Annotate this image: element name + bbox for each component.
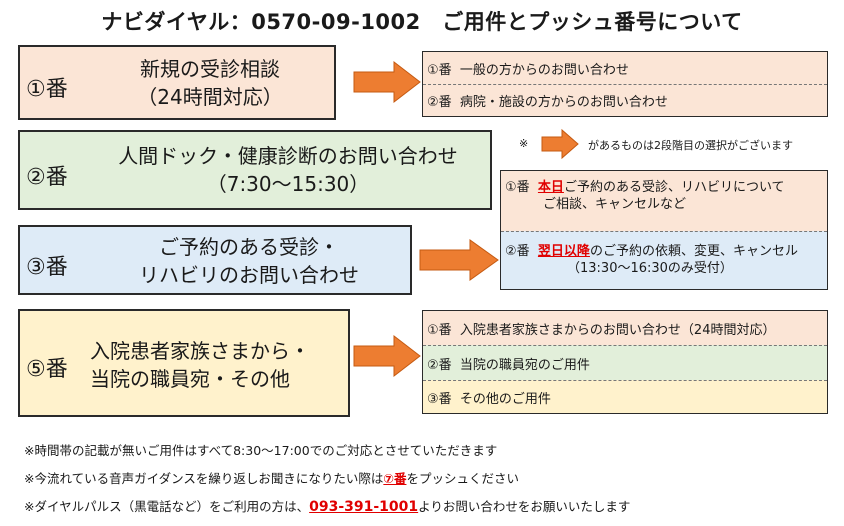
option-number: ②番 [427,357,452,373]
footnote-text: ※ダイヤルパルス（黒電話など）をご利用の方は、 [24,499,310,514]
section-5-line1: 入院患者家族さまから・ [90,339,310,363]
option-text-line2: ご相談、キャンセルなど [543,197,687,212]
option-row: ②番 当院の職員宛のご用件 [423,345,827,380]
section-3-options: ①番 本日ご予約のある受診、リハビリについて ご相談、キャンセルなど ②番 翌日… [500,170,828,290]
section-1-label: 新規の受診相談 （24時間対応） [90,55,330,111]
note-mark: ※ [519,137,529,150]
option-text: ご予約のある受診、リハビリについて [563,180,785,195]
option-row: ③番 その他のご用件 [423,380,827,413]
section-3-box: ③番 ご予約のある受診・ リハビリのお問い合わせ [18,225,412,295]
option-row: ①番 一般の方からのお問い合わせ [423,52,827,84]
option-number: ②番 [505,244,530,259]
footnote-text: をプッシュください [406,471,519,486]
option-emphasis: 本日 [537,180,564,195]
section-1-line1: 新規の受診相談 [140,57,280,81]
section-3-line1: ご予約のある受診・ [159,235,339,259]
option-text: 当院の職員宛のご用件 [459,357,590,373]
option-number: ①番 [505,180,530,195]
option-text: 一般の方からのお問い合わせ [459,62,629,78]
section-2-label: 人間ドック・健康診断のお問い合わせ （7:30〜15:30） [90,142,486,198]
option-number: ②番 [427,95,452,110]
section-3-line2: リハビリのお問い合わせ [139,263,359,287]
section-1-line2: （24時間対応） [137,85,283,109]
option-row: ①番 本日ご予約のある受診、リハビリについて ご相談、キャンセルなど [501,171,827,231]
footnote-text: よりお問い合わせをお願いいたします [418,499,631,514]
option-text: 病院・施設の方からのお問い合わせ [459,95,668,110]
option-row: ①番 入院患者家族さまからのお問い合わせ（24時間対応） [423,311,827,345]
option-text: 入院患者家族さまからのお問い合わせ（24時間対応） [459,322,776,338]
arrow-icon [353,334,421,378]
option-text: のご予約の依頼、変更、キャンセル [589,244,798,259]
section-3-number: ③番 [26,255,68,280]
section-5-number: ⑤番 [26,357,68,382]
section-5-box: ⑤番 入院患者家族さまから・ 当院の職員宛・その他 [18,309,350,417]
section-1-box: ①番 新規の受診相談 （24時間対応） [18,45,336,120]
footnote-pulse-dial: ※ダイヤルパルス（黒電話など）をご利用の方は、093-391-1001よりお問い… [24,496,630,515]
option-row: ②番 翌日以降のご予約の依頼、変更、キャンセル （13:30〜16:30のみ受付… [501,231,827,289]
section-5-options: ①番 入院患者家族さまからのお問い合わせ（24時間対応） ②番 当院の職員宛のご… [422,310,828,414]
section-5-line2: 当院の職員宛・その他 [90,367,290,391]
arrow-icon [419,239,499,281]
section-5-label: 入院患者家族さまから・ 当院の職員宛・その他 [90,337,346,393]
section-2-number: ②番 [26,165,68,190]
option-emphasis: 翌日以降 [537,244,590,259]
option-row: ②番 病院・施設の方からのお問い合わせ [423,84,827,116]
arrow-icon [541,128,579,160]
note-text: があるものは2段階目の選択がございます [588,139,793,152]
footnote-hours: ※時間帯の記載が無いご用件はすべて8:30〜17:00でのご対応とさせていただき… [24,443,498,458]
phone-number: 093-391-1001 [309,499,419,515]
section-2-line2: （7:30〜15:30） [206,172,370,196]
section-1-options: ①番 一般の方からのお問い合わせ ②番 病院・施設の方からのお問い合わせ [422,51,828,117]
arrow-icon [353,60,421,104]
section-3-label: ご予約のある受診・ リハビリのお問い合わせ [90,233,408,289]
footnote-text: ※今流れている音声ガイダンスを繰り返しお聞きになりたい際は [24,471,384,486]
option-text: その他のご用件 [459,391,551,407]
section-2-box: ②番 人間ドック・健康診断のお問い合わせ （7:30〜15:30） [18,130,492,210]
option-number: ①番 [427,322,452,338]
option-number: ③番 [427,391,452,407]
section-1-number: ①番 [26,77,68,102]
option-number: ①番 [427,62,452,78]
option-text-line2: （13:30〜16:30のみ受付） [567,261,733,276]
page-title: ナビダイヤル：0570-09-1002 ご用件とプッシュ番号について [101,10,743,34]
footnote-emphasis: ⑦番 [383,471,407,486]
section-2-line1: 人間ドック・健康診断のお問い合わせ [118,144,458,168]
footnote-repeat: ※今流れている音声ガイダンスを繰り返しお聞きになりたい際は⑦番をプッシュください [24,468,519,487]
